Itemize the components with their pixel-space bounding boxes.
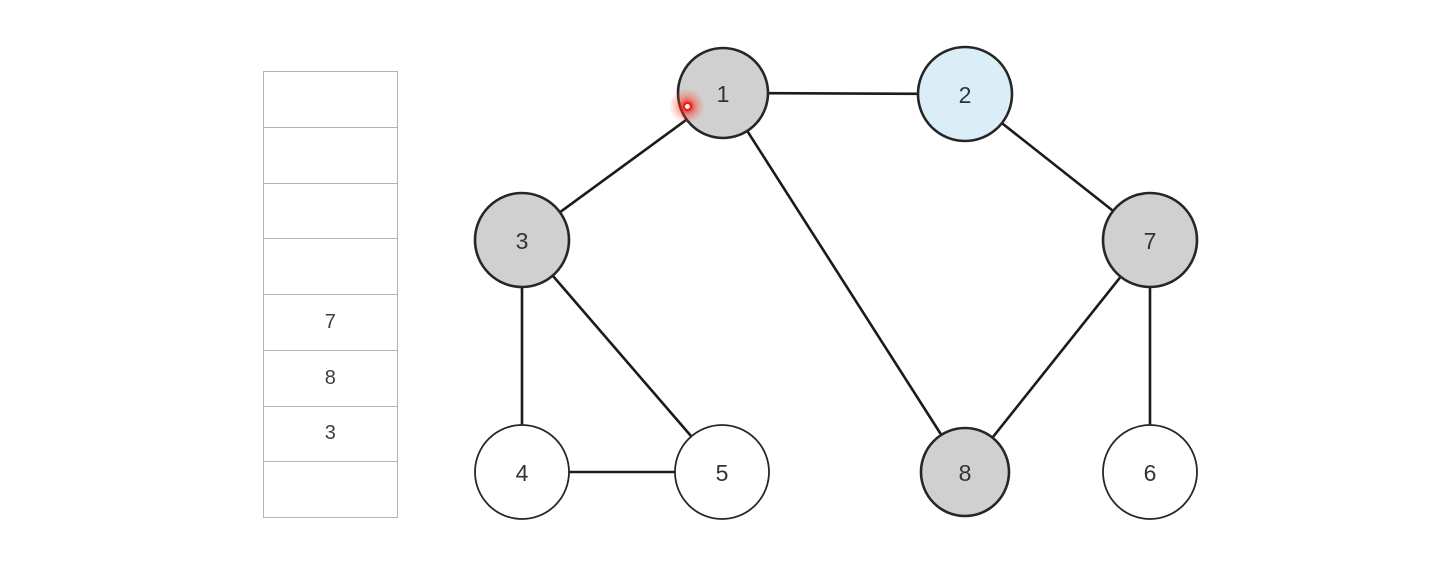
graph-edge-1-3 bbox=[557, 117, 689, 215]
stack-cell-6[interactable]: 3 bbox=[264, 406, 397, 463]
edge-layer bbox=[520, 91, 1152, 474]
graph-edge-3-5 bbox=[550, 273, 694, 439]
graph-node-circle-2[interactable] bbox=[916, 45, 1014, 143]
stack-cell-5[interactable]: 8 bbox=[264, 350, 397, 407]
graph-node-3[interactable]: 3 bbox=[473, 191, 571, 289]
stack-cell-1[interactable] bbox=[264, 127, 397, 184]
stack-cell-7[interactable] bbox=[264, 462, 397, 517]
stack-cell-2[interactable] bbox=[264, 183, 397, 240]
graph-edge-7-8 bbox=[990, 274, 1123, 440]
graph-node-circle-8[interactable] bbox=[919, 426, 1011, 518]
graph-node-5[interactable]: 5 bbox=[674, 424, 770, 520]
graph-node-circle-3[interactable] bbox=[473, 191, 571, 289]
graph-edge-1-8 bbox=[745, 128, 944, 438]
graph-node-circle-5[interactable] bbox=[674, 424, 770, 520]
graph-node-1[interactable]: 1 bbox=[676, 46, 770, 140]
stack-cell-3[interactable] bbox=[264, 239, 397, 295]
graph-node-circle-1[interactable] bbox=[676, 46, 770, 140]
graph-node-8[interactable]: 8 bbox=[919, 426, 1011, 518]
graph-edge-1-2 bbox=[765, 91, 921, 96]
graph-node-4[interactable]: 4 bbox=[474, 424, 570, 520]
graph-node-2[interactable]: 2 bbox=[916, 45, 1014, 143]
graph-edge-2-7 bbox=[999, 121, 1116, 213]
visited-stack-panel: 7 8 3 bbox=[263, 71, 398, 518]
graph-node-circle-6[interactable] bbox=[1102, 424, 1198, 520]
stack-cell-4[interactable]: 7 bbox=[264, 295, 397, 351]
stack-cell-value: 3 bbox=[324, 422, 337, 445]
stack-cell-0[interactable] bbox=[264, 72, 397, 128]
graph-node-circle-4[interactable] bbox=[474, 424, 570, 520]
graph-node-6[interactable]: 6 bbox=[1102, 424, 1198, 520]
graph-node-7[interactable]: 7 bbox=[1101, 191, 1199, 289]
graph-node-circle-7[interactable] bbox=[1101, 191, 1199, 289]
stack-cell-value: 7 bbox=[324, 310, 337, 333]
stack-cell-value: 8 bbox=[324, 366, 337, 389]
